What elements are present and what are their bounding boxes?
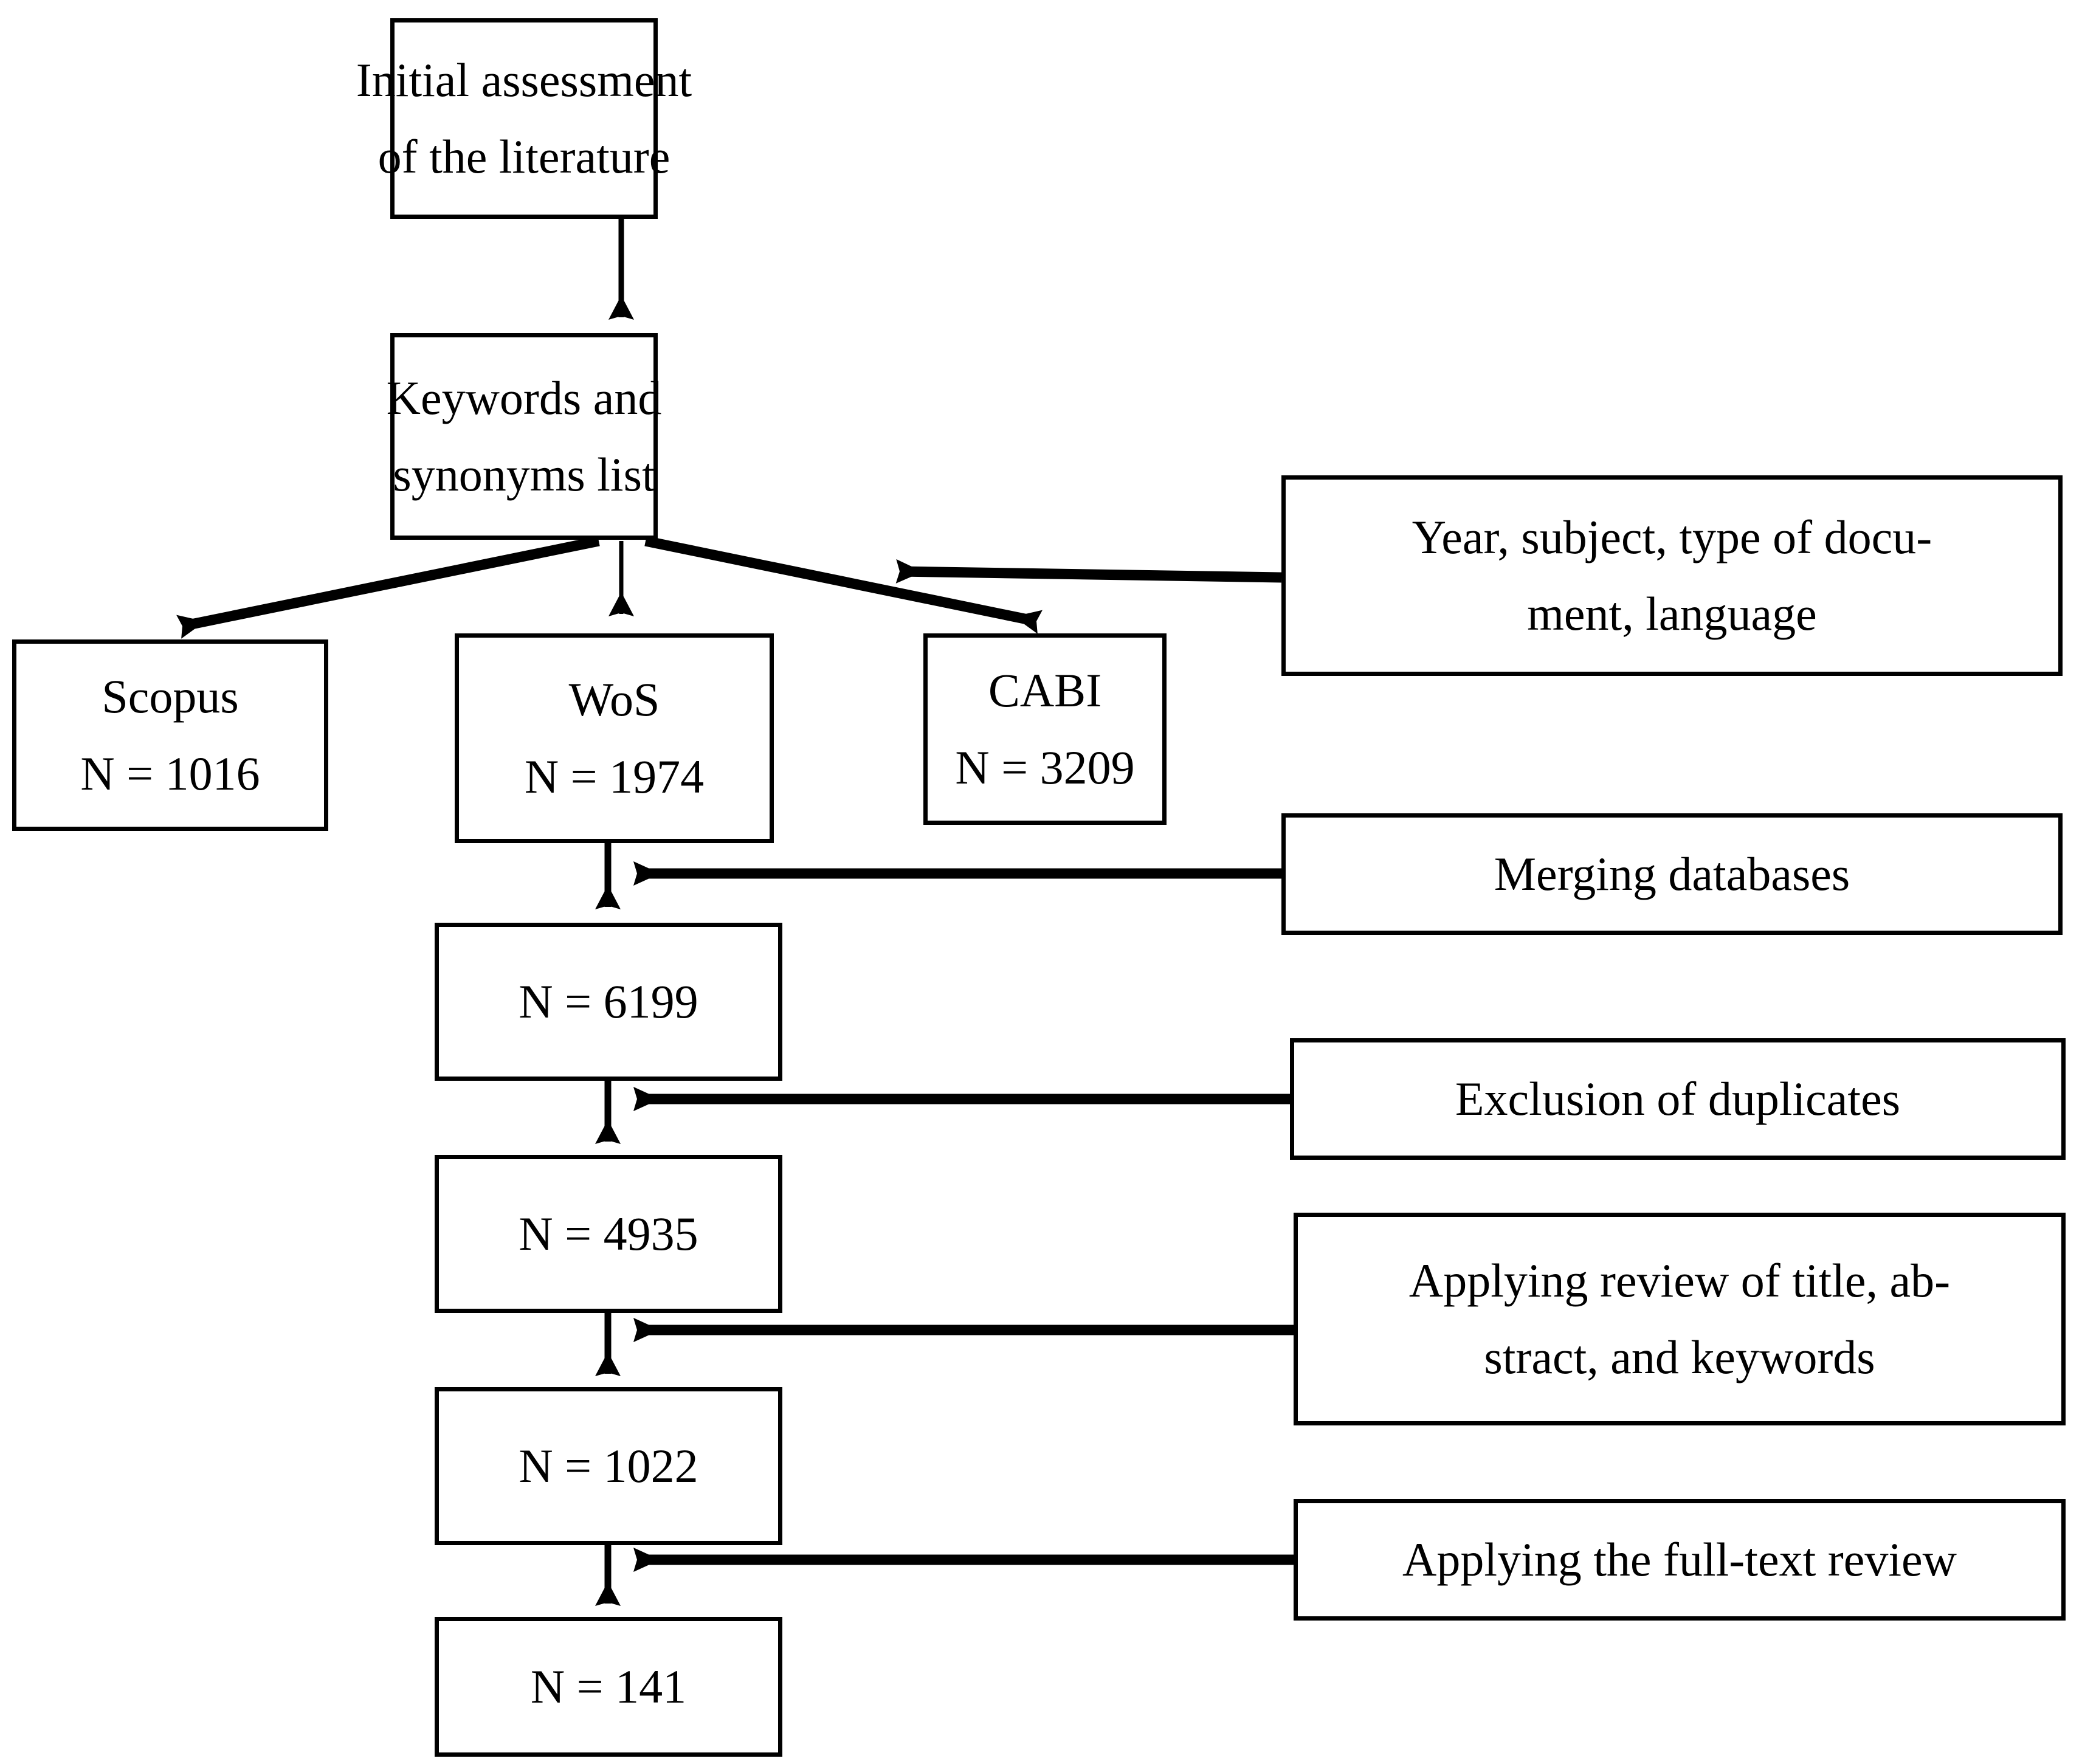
node-label: CABI — [988, 664, 1102, 717]
node-review-title-abstract[interactable]: Applying review of title, ab- stract, an… — [1294, 1213, 2066, 1425]
node-label: WoS — [568, 673, 660, 726]
node-line: Exclusion of duplicates — [1455, 1072, 1901, 1125]
node-count: N = 141 — [530, 1659, 687, 1713]
node-exclusion-duplicates[interactable]: Exclusion of duplicates — [1290, 1038, 2066, 1160]
edge-keywords-to-scopus — [176, 536, 600, 639]
node-line: synonyms list — [393, 448, 655, 501]
node-line: Applying the full-text review — [1402, 1532, 1957, 1586]
node-keywords-synonyms[interactable]: Keywords and synonyms list — [387, 333, 661, 540]
node-n-4935[interactable]: N = 4935 — [435, 1155, 782, 1313]
node-wos[interactable]: WoS N = 1974 — [455, 633, 774, 843]
node-line: ment, language — [1527, 587, 1817, 640]
node-line: of the literature — [377, 130, 670, 183]
edge-keywords-to-cabi — [644, 536, 1043, 634]
node-line: Applying review of title, ab- — [1408, 1253, 1951, 1307]
node-full-text-review[interactable]: Applying the full-text review — [1294, 1499, 2066, 1621]
node-filters[interactable]: Year, subject, type of docu- ment, langu… — [1281, 475, 2063, 676]
node-count: N = 6199 — [519, 974, 698, 1028]
node-count: N = 1016 — [80, 746, 260, 800]
node-count: N = 1974 — [524, 749, 705, 803]
node-line: Initial assessment — [356, 53, 692, 106]
node-label: Scopus — [102, 670, 239, 723]
node-line: Year, subject, type of docu- — [1412, 510, 1932, 563]
node-cabi[interactable]: CABI N = 3209 — [923, 633, 1167, 825]
node-scopus[interactable]: Scopus N = 1016 — [12, 639, 328, 831]
node-n-6199[interactable]: N = 6199 — [435, 923, 782, 1081]
node-initial-assessment[interactable]: Initial assessment of the literature — [356, 18, 692, 219]
node-line: Keywords and — [386, 371, 662, 424]
node-line: Merging databases — [1494, 847, 1850, 900]
node-count: N = 3209 — [955, 740, 1135, 794]
node-line: stract, and keywords — [1484, 1331, 1875, 1383]
node-n-141[interactable]: N = 141 — [435, 1617, 782, 1757]
edge-filters-to-keywords — [895, 559, 1282, 584]
node-count: N = 4935 — [519, 1207, 698, 1260]
node-n-1022[interactable]: N = 1022 — [435, 1387, 782, 1545]
node-count: N = 1022 — [519, 1439, 698, 1492]
node-merging-databases[interactable]: Merging databases — [1281, 813, 2063, 935]
